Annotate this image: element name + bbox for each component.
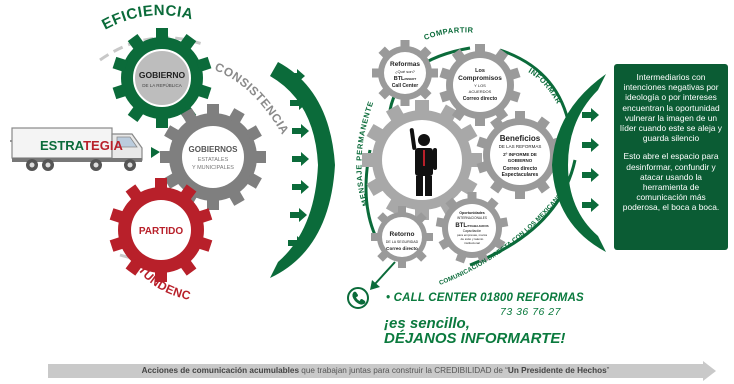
gobierno-subtitle: DE LA REPÚBLICA <box>142 82 182 88</box>
oportunidades-l2: INTERNACIONALES <box>457 216 487 220</box>
bottom-bar-arrow-icon <box>703 361 716 381</box>
retorno-title: Retorno <box>390 231 415 238</box>
retorno-l2: Correo directo <box>386 246 418 251</box>
reformas-title: Reformas <box>390 61 420 68</box>
bottom-end: ” <box>606 366 610 375</box>
left-arrows <box>288 69 309 250</box>
oportunidades-l6: de éxito y talento <box>461 237 484 241</box>
bottom-bar: Acciones de comunicación acumulables que… <box>48 364 703 378</box>
truck-label: ESTRATEGIA <box>40 138 123 153</box>
gear-gobiernos <box>160 104 266 210</box>
callcenter-label: • CALL CENTER 01800 REFORMAS <box>386 292 584 304</box>
truck-icon <box>10 127 143 171</box>
gear-gobierno <box>112 28 212 128</box>
reformas-l3: Call Center <box>392 83 418 89</box>
slogan-line-2: DÉJANOS INFORMARTE! <box>384 330 566 347</box>
gear-compromisos <box>439 44 521 126</box>
beneficios-l3: GOBIERNO <box>508 158 533 163</box>
beneficios-l4: Correo directo <box>503 166 537 172</box>
compartir-label: COMPARTIR <box>423 25 474 41</box>
gear-oportunidades <box>435 192 509 264</box>
beneficios-title: Beneficios <box>500 134 541 143</box>
bottom-bold-2: Un Presidente de Hechos <box>507 366 607 375</box>
slogan-line-1: ¡es sencillo, <box>384 315 470 332</box>
gear-partido <box>109 178 213 282</box>
right-bracket <box>552 74 606 252</box>
info-paragraph-2: Esto abre el espacio para desinformar, c… <box>622 151 720 213</box>
beneficios-l1: DE LAS REFORMAS <box>499 144 542 149</box>
gobiernos-sub2: Y MUNICIPALES <box>192 165 234 171</box>
oportunidades-l7: institucional <box>464 241 480 245</box>
person-icon <box>409 128 437 196</box>
compromisos-l2: Compromisos <box>458 75 502 82</box>
slogan: ¡es sencillo, DÉJANOS INFORMARTE! <box>384 316 565 346</box>
bottom-bold-1: Acciones de comunicación acumulables <box>141 366 300 375</box>
reformas-l1: ¿Qué son? <box>395 69 416 74</box>
gobiernos-title: GOBIERNOS <box>189 145 239 154</box>
info-paragraph-1: Intermediarios con intenciones negativas… <box>620 72 722 144</box>
reformas-l2: BTL/INSERT <box>394 76 417 82</box>
partido-title: PARTIDO <box>139 226 183 237</box>
left-bracket <box>270 62 335 278</box>
eficiencia-label: EFICIENCIA <box>99 2 195 33</box>
beneficios-l2: 2º INFORME DE <box>503 152 537 157</box>
phone-icon <box>347 287 369 309</box>
right-arrows <box>582 108 599 212</box>
oportunidades-l3: BTL/TRABAJADOS <box>455 223 488 229</box>
truck-arrow-icon <box>151 147 160 158</box>
callcenter-arrowhead-icon <box>370 280 380 290</box>
oportunidades-l4: Capacitación <box>463 229 482 233</box>
compromisos-l3: Y LOS <box>474 83 486 88</box>
oportunidades-l5: para empresas, marca <box>457 233 487 237</box>
gobierno-title: GOBIERNO <box>139 70 186 80</box>
gobiernos-sub1: ESTATALES <box>198 157 229 163</box>
compromisos-l5: Correo directo <box>463 96 497 102</box>
callcenter-number: 73 36 76 27 <box>500 306 561 318</box>
retorno-l1: DE LA SEGURIDAD <box>386 240 419 244</box>
compromisos-l4: ACUERDOS <box>469 89 492 94</box>
beneficios-l5: Espectaculares <box>502 172 539 178</box>
oportunidades-l1: Oportunidades <box>459 211 485 215</box>
informar-label: INFORMAR <box>527 66 564 106</box>
info-box: Intermediarios con intenciones negativas… <box>614 64 728 250</box>
bottom-mid: que trabajan juntas para construir la CR… <box>299 366 508 375</box>
compromisos-l1: Los <box>475 68 485 74</box>
callcenter-arrow-icon <box>374 261 396 285</box>
